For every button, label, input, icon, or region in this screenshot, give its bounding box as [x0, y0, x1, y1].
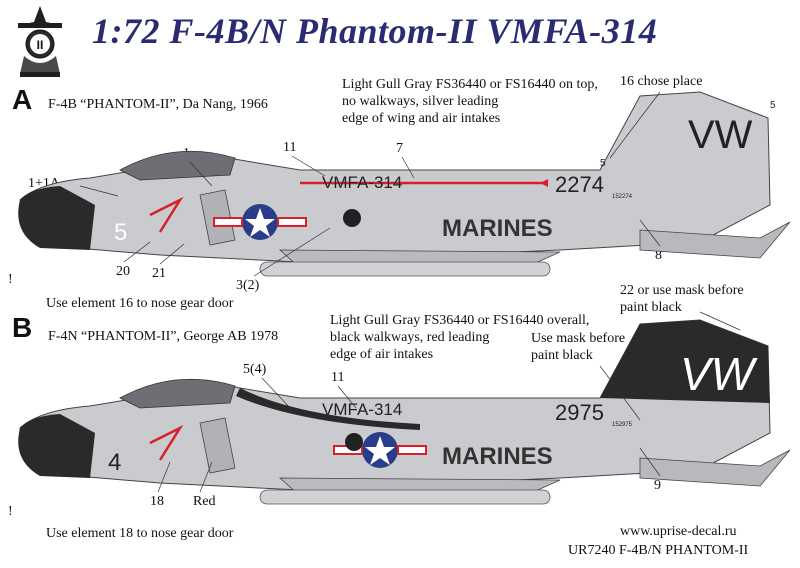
callout-a-3-2: 3(2): [236, 278, 260, 293]
section-a-note: Light Gull Gray FS36440 or FS16440 on to…: [342, 77, 598, 126]
callout-a-8: 8: [655, 248, 662, 263]
callout-b-18: 18: [150, 494, 164, 509]
callout-b-5-4: 5(4): [243, 362, 267, 377]
b-serial: 2975: [555, 400, 604, 425]
b-bu-number: 152975: [612, 422, 633, 428]
uprise-logo: II: [10, 4, 70, 80]
aircraft-b: [17, 319, 791, 505]
a-fin-top: 5: [770, 100, 776, 111]
section-b-footnote: Use element 18 to nose gear door: [46, 526, 234, 541]
callout-a-16: 16 chose place: [620, 74, 703, 89]
leader-lines-b: [157, 311, 741, 493]
section-a-footnote: Use element 16 to nose gear door: [46, 296, 234, 311]
leader-lines-a: [79, 91, 661, 277]
section-b-letter: B: [12, 312, 33, 343]
callout-b-exclamation: !: [8, 504, 13, 519]
page-title: 1:72 F-4B/N Phantom-II VMFA-314: [92, 11, 658, 51]
section-b-subtitle: F-4N “PHANTOM-II”, George AB 1978: [48, 329, 279, 344]
a-serial: 2274: [555, 172, 604, 197]
callout-a-20: 20: [116, 264, 130, 279]
section-a-subtitle: F-4B “PHANTOM-II”, Da Nang, 1966: [48, 97, 268, 112]
logo-label: II: [37, 38, 44, 52]
callout-a-exclamation: !: [8, 272, 13, 287]
a-bu-number: 152274: [612, 194, 633, 200]
footer-url: www.uprise-decal.ru: [620, 524, 737, 539]
b-squadron: VMFA-314: [322, 400, 402, 419]
callout-a-7: 7: [396, 141, 403, 156]
footer-code: UR7240 F-4B/N PHANTOM-II: [568, 543, 749, 558]
callout-b-22: 22 or use mask before paint black: [620, 283, 744, 315]
section-b-note: Light Gull Gray FS36440 or FS16440 overa…: [330, 313, 590, 362]
b-marines: MARINES: [442, 443, 553, 470]
a-modex: 5: [114, 219, 127, 246]
callout-a-21: 21: [152, 266, 166, 281]
a-tail-code: VW: [688, 113, 753, 157]
aircraft-a: [17, 91, 791, 277]
a-tail-small: 5: [600, 158, 606, 169]
callout-b-9: 9: [654, 478, 661, 493]
b-fin-top: 4: [745, 328, 751, 339]
callout-b-red: Red: [193, 494, 216, 509]
callout-b-mask: Use mask before paint black: [531, 331, 626, 363]
b-modex: 4: [108, 449, 121, 476]
callout-b-11: 11: [331, 370, 345, 385]
callout-a-11: 11: [283, 140, 297, 155]
b-tail-code: VW: [680, 348, 759, 400]
section-a-letter: A: [12, 84, 33, 115]
a-squadron: VMFA-314: [322, 173, 402, 192]
a-marines: MARINES: [442, 215, 553, 242]
